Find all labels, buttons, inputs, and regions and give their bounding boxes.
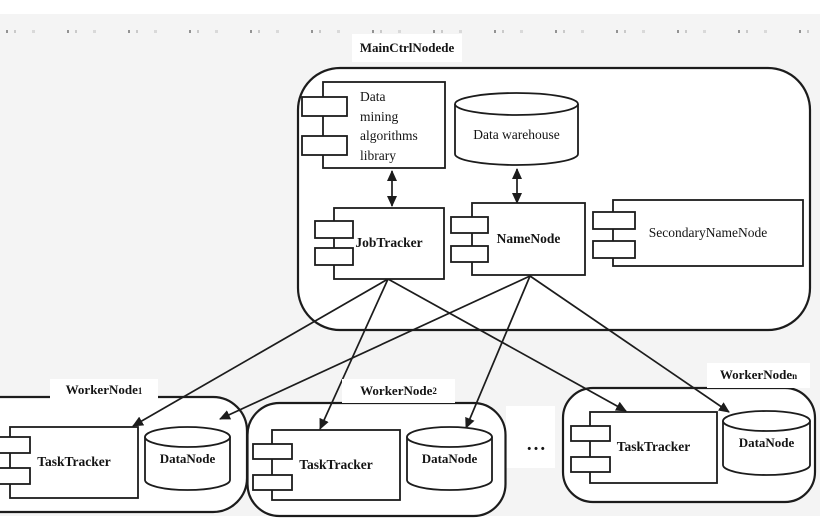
- namenode-label: NameNode: [496, 230, 561, 246]
- datanode2-label: DataNode: [421, 450, 478, 466]
- datanode2-cylinder-icon: [406, 437, 493, 491]
- datanoden-label: DataNode: [738, 434, 795, 450]
- data-warehouse-cylinder-icon: [454, 104, 579, 166]
- secondarynamenode-component-tab-icon: [592, 240, 636, 259]
- worker-node-n-label-text: WorkerNode: [719, 367, 793, 383]
- library-label-line: library: [360, 147, 396, 163]
- library-label: Data mining algorithms library: [360, 87, 442, 165]
- worker-node-2-label-text: WorkerNode: [360, 382, 433, 398]
- namenode-component-tab-icon: [450, 245, 489, 263]
- library-component-tab-icon: [301, 96, 348, 117]
- namenode-component-box: [471, 202, 586, 276]
- datanode1-cylinder-icon: [144, 437, 231, 491]
- worker-node-1-label-text: WorkerNode: [65, 382, 138, 398]
- namenode-datanoden-arrow: [529, 275, 730, 413]
- tasktracker2-component-box: [271, 429, 401, 501]
- tasktracker1-component-box: [9, 426, 139, 499]
- cropped-text-fragments: [6, 30, 814, 33]
- cropped-text-line: [0, 16, 820, 34]
- datanoden-cylinder-icon: [722, 421, 811, 476]
- secondarynamenode-component-tab-icon: [592, 211, 636, 230]
- data-warehouse-label: Data warehouse: [473, 126, 560, 142]
- tasktrackern-label: TaskTracker: [616, 439, 691, 455]
- library-label-line: algorithms: [360, 128, 418, 143]
- connection-arrows: [132, 168, 730, 430]
- datanode1-label: DataNode: [159, 450, 216, 466]
- tasktracker2-component-tab-icon: [252, 443, 293, 460]
- datanoden-cylinder-top: [722, 410, 811, 432]
- main-cluster-label: MainCtrlNodede: [352, 34, 462, 62]
- tasktrackern-component-box: [589, 411, 718, 484]
- worker-nodes-ellipsis: ...: [526, 433, 548, 455]
- namenode-datanode2-arrow: [465, 275, 531, 429]
- library-label-line: Data: [360, 89, 386, 104]
- jobtracker-tasktracker2-arrow: [319, 278, 389, 430]
- ellipsis-background-patch: [506, 406, 555, 468]
- tasktrackern-component-tab-icon: [570, 425, 611, 442]
- jobtracker-tasktrackern-arrow: [387, 278, 627, 412]
- datanode2-cylinder-top: [406, 426, 493, 448]
- namenode-component-tab-icon: [450, 216, 489, 234]
- tasktracker1-component-tab-icon: [0, 467, 31, 485]
- namenode-datanode1-arrow: [219, 275, 531, 420]
- library-label-line: mining: [360, 108, 399, 124]
- secondarynamenode-label: SecondaryNameNode: [648, 224, 768, 240]
- jobtracker-tasktracker1-arrow: [132, 278, 389, 427]
- jobtracker-component-tab-icon: [314, 247, 354, 266]
- tasktracker1-component-tab-icon: [0, 436, 31, 454]
- bottom-white-strip: [0, 516, 820, 527]
- jobtracker-label: JobTracker: [355, 235, 423, 251]
- tasktracker1-label: TaskTracker: [37, 454, 111, 470]
- jobtracker-component-tab-icon: [314, 220, 354, 239]
- jobtracker-component-box: [333, 207, 445, 280]
- tasktracker2-component-tab-icon: [252, 474, 293, 491]
- secondarynamenode-component-box: [612, 199, 804, 267]
- top-white-strip: [0, 0, 820, 14]
- data-warehouse-cylinder-top: [454, 92, 579, 116]
- library-component-tab-icon: [301, 135, 348, 156]
- tasktrackern-component-tab-icon: [570, 456, 611, 473]
- datanode1-cylinder-top: [144, 426, 231, 448]
- tasktracker2-label: TaskTracker: [299, 456, 373, 472]
